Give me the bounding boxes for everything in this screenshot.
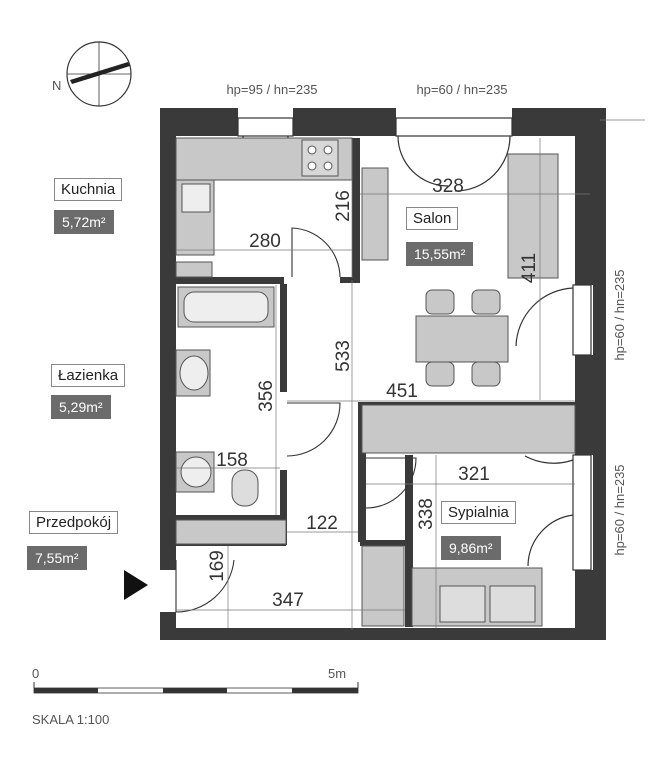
outer-walls (160, 108, 606, 640)
dim-411: 411 (519, 253, 540, 283)
dim-328: 328 (432, 176, 464, 197)
window-note-salon-right: hp=60 / hn=235 (612, 269, 627, 360)
scale-end: 5m (328, 666, 346, 681)
dim-338: 338 (416, 498, 437, 530)
room-area-kuchnia: 5,72m² (54, 210, 114, 234)
dim-158: 158 (216, 450, 248, 471)
room-area-przedpokoj: 7,55m² (27, 546, 87, 570)
window-note-kitchen: hp=95 / hn=235 (226, 82, 317, 97)
scale-label: SKALA 1:100 (32, 712, 109, 727)
room-area-lazienka: 5,29m² (51, 395, 111, 419)
scale-bar (33, 682, 359, 694)
fixtures (175, 137, 576, 627)
dim-533: 533 (333, 340, 354, 372)
window-note-salon-top: hp=60 / hn=235 (416, 82, 507, 97)
compass-icon: N (52, 41, 132, 107)
room-area-salon: 15,55m² (406, 242, 474, 266)
room-name-sypialnia: Sypialnia (441, 501, 516, 524)
dim-122: 122 (306, 513, 338, 534)
dim-451: 451 (386, 381, 418, 402)
dim-169: 169 (207, 550, 228, 582)
dim-321: 321 (458, 464, 490, 485)
dim-347: 347 (272, 590, 304, 611)
window-note-bedroom-right: hp=60 / hn=235 (612, 464, 627, 555)
room-name-salon: Salon (406, 207, 459, 230)
dim-216: 216 (333, 190, 354, 222)
doors (175, 227, 417, 613)
room-name-przedpokoj: Przedpokój (29, 511, 119, 534)
room-name-kuchnia: Kuchnia (54, 178, 123, 201)
room-area-sypialnia: 9,86m² (441, 536, 501, 560)
dimension-lines (176, 138, 590, 630)
room-name-lazienka: Łazienka (51, 364, 126, 387)
compass-north-label: N (52, 78, 61, 93)
scale-start: 0 (32, 666, 39, 681)
dim-356: 356 (256, 380, 277, 412)
dim-280: 280 (249, 231, 281, 252)
entrance-arrow-icon (124, 570, 148, 600)
